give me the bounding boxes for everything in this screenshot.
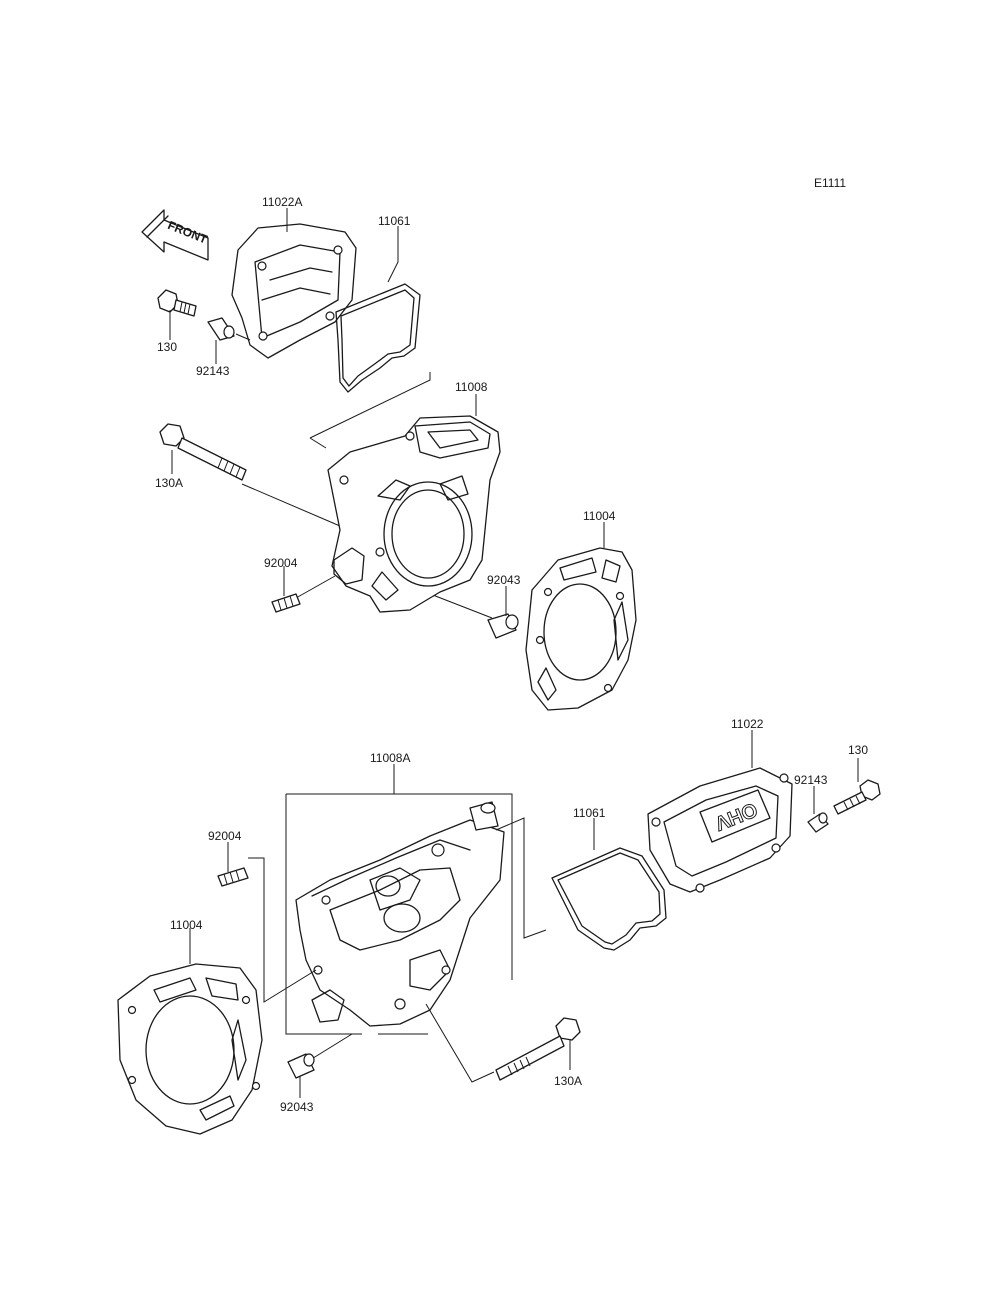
part-label-11004-lower: 11004 bbox=[170, 918, 203, 932]
part-label-11008: 11008 bbox=[455, 380, 488, 394]
part-label-92043-lower: 92043 bbox=[280, 1100, 314, 1114]
dowel-92143-upper bbox=[207, 317, 235, 341]
cover-gasket-lower bbox=[551, 847, 667, 951]
part-label-11022: 11022 bbox=[731, 717, 764, 731]
head-cover-upper bbox=[231, 223, 357, 359]
knock-pin-92043-lower bbox=[287, 1053, 315, 1079]
stud-92004-lower bbox=[217, 867, 249, 887]
head-bolt-130a-lower bbox=[495, 1017, 581, 1081]
bracket-frame bbox=[285, 793, 513, 1035]
part-label-130a-upper: 130A bbox=[155, 476, 184, 490]
part-label-11022a: 11022A bbox=[262, 195, 303, 209]
stud-92004-upper bbox=[271, 593, 301, 613]
part-label-92143-upper: 92143 bbox=[196, 364, 230, 378]
part-label-130-upper: 130 bbox=[157, 340, 178, 354]
head-cover-lower: OHV bbox=[647, 767, 793, 893]
bolt-130-lower bbox=[833, 779, 881, 815]
part-label-11004-upper: 11004 bbox=[583, 509, 616, 523]
cylinder-head-lower bbox=[295, 801, 505, 1027]
knock-pin-92043-upper bbox=[487, 613, 519, 639]
part-label-92004-upper: 92004 bbox=[264, 556, 298, 570]
part-label-11061-lower: 11061 bbox=[573, 806, 606, 820]
label-leaders bbox=[169, 208, 859, 1098]
part-label-92004-lower: 92004 bbox=[208, 829, 242, 843]
bolt-130-upper bbox=[157, 289, 197, 317]
diagram-code: E1111 bbox=[814, 176, 847, 190]
part-label-92043-upper: 92043 bbox=[487, 573, 521, 587]
part-label-11061-upper: 11061 bbox=[378, 214, 411, 228]
dowel-92143-lower bbox=[807, 812, 829, 833]
part-label-130-lower: 130 bbox=[848, 743, 869, 757]
assembly-lines-lower bbox=[248, 817, 547, 1083]
head-gasket-upper bbox=[525, 547, 637, 711]
cover-gasket-upper bbox=[335, 283, 421, 393]
cylinder-head-upper bbox=[327, 415, 501, 613]
head-bolt-130a-upper bbox=[159, 423, 247, 481]
front-arrow-icon: FRONT bbox=[141, 209, 210, 261]
head-gasket-lower bbox=[117, 963, 263, 1135]
part-label-92143-lower: 92143 bbox=[794, 773, 828, 787]
part-label-11008a: 11008A bbox=[370, 751, 411, 765]
part-label-130a-lower: 130A bbox=[554, 1074, 583, 1088]
